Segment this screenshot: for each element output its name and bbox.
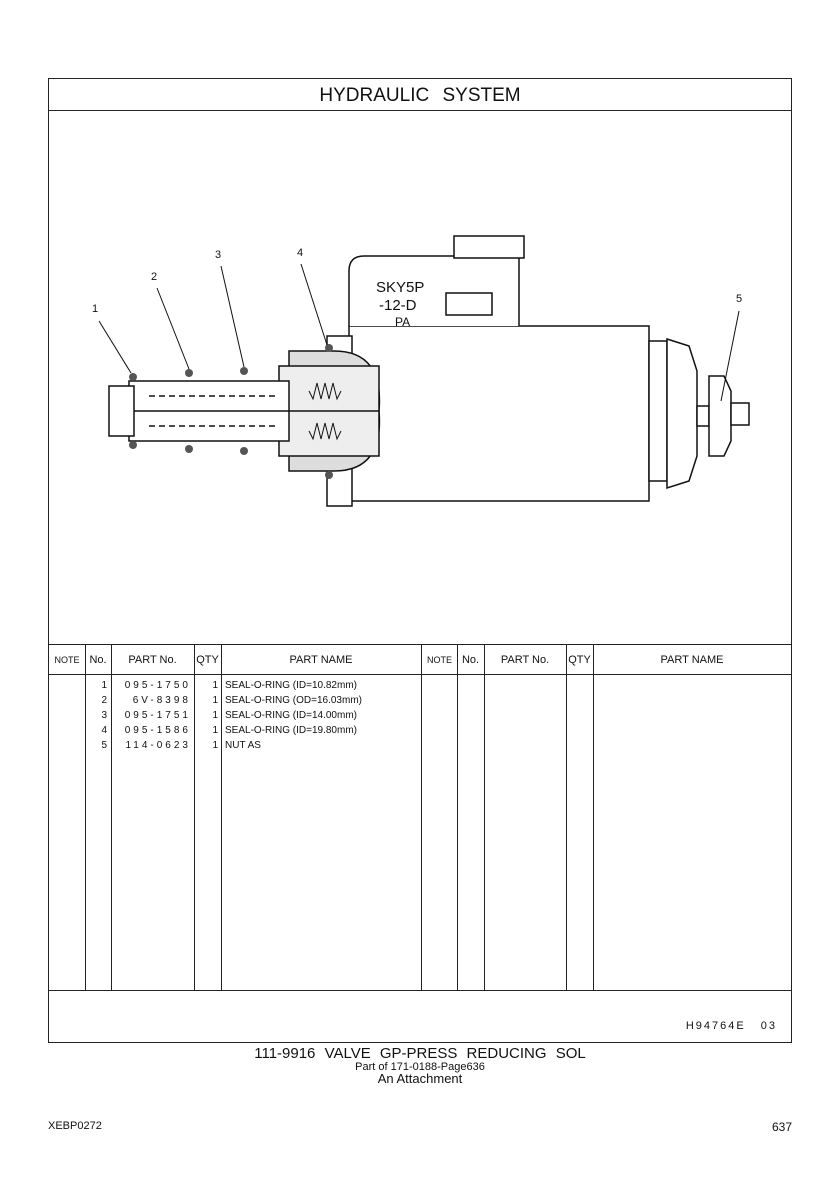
table-cell-qty: 1: [212, 680, 218, 691]
table-cell-name: SEAL-O-RING (ID=19.80mm): [225, 725, 357, 736]
parts-table: NOTE No. PART No. QTY PART NAME NOTE No.…: [49, 644, 791, 991]
header-no-2: No.: [461, 654, 480, 666]
header-part-no: PART No.: [128, 654, 177, 666]
table-cell-part-no: 6V-8398: [132, 695, 191, 706]
callout-4: 4: [297, 247, 304, 259]
table-cell-qty: 1: [212, 740, 218, 751]
parts-frame: HYDRAULIC SYSTEM 1 2: [48, 78, 792, 1043]
assembly-title: 111-9916 VALVE GP-PRESS REDUCING SOL: [254, 1045, 586, 1062]
header-qty: QTY: [196, 654, 219, 666]
assembly-note: An Attachment: [377, 1071, 463, 1086]
table-cell-name: SEAL-O-RING (OD=16.03mm): [225, 695, 362, 706]
table-cell-part-no: 114-0623: [125, 740, 191, 751]
drawing-code: H94764E 03: [685, 1020, 777, 1032]
table-cell-qty: 1: [212, 725, 218, 736]
table-cell-part-no: 095-1751: [124, 710, 191, 721]
callout-5: 5: [736, 293, 743, 305]
table-cell-qty: 1: [212, 710, 218, 721]
valve-marking-pa: PA: [395, 315, 411, 329]
callout-3: 3: [215, 249, 222, 261]
table-cell-name: SEAL-O-RING (ID=14.00mm): [225, 710, 357, 721]
table-cell-no: 4: [101, 725, 107, 736]
header-qty-2: QTY: [568, 654, 591, 666]
valve-marking-model: SKY5P: [376, 279, 425, 296]
header-part-no-2: PART No.: [500, 654, 550, 666]
valve-illustration: [98, 235, 750, 507]
table-cell-part-no: 095-1586: [124, 725, 191, 736]
callout-2: 2: [151, 271, 158, 283]
table-cell-part-no: 095-1750: [124, 680, 191, 691]
valve-marking-code: -12-D: [379, 297, 417, 314]
header-note-2: NOTE: [426, 655, 452, 665]
table-cell-name: SEAL-O-RING (ID=10.82mm): [225, 680, 357, 691]
header-no: No.: [89, 654, 107, 666]
header-part-name: PART NAME: [289, 654, 353, 666]
table-header: [49, 645, 791, 675]
header-part-name-2: PART NAME: [660, 654, 724, 666]
page-title: HYDRAULIC SYSTEM: [49, 79, 791, 111]
callout-1: 1: [92, 303, 99, 315]
table-cell-no: 1: [101, 680, 107, 691]
table-cell-no: 2: [101, 695, 107, 706]
table-cell-qty: 1: [212, 695, 218, 706]
page-number: 637: [771, 1120, 792, 1134]
table-cell-no: 5: [101, 740, 107, 751]
document-id: XEBP0272: [48, 1120, 102, 1132]
valve-drawing: 1 2 3 4 5 SKY5P -12-D PA: [49, 111, 791, 644]
assembly-parent-ref: Part of 171-0188-Page636: [355, 1061, 485, 1073]
table-cell-no: 3: [101, 710, 107, 721]
table-cell-name: NUT AS: [225, 740, 261, 751]
header-note: NOTE: [54, 655, 80, 665]
